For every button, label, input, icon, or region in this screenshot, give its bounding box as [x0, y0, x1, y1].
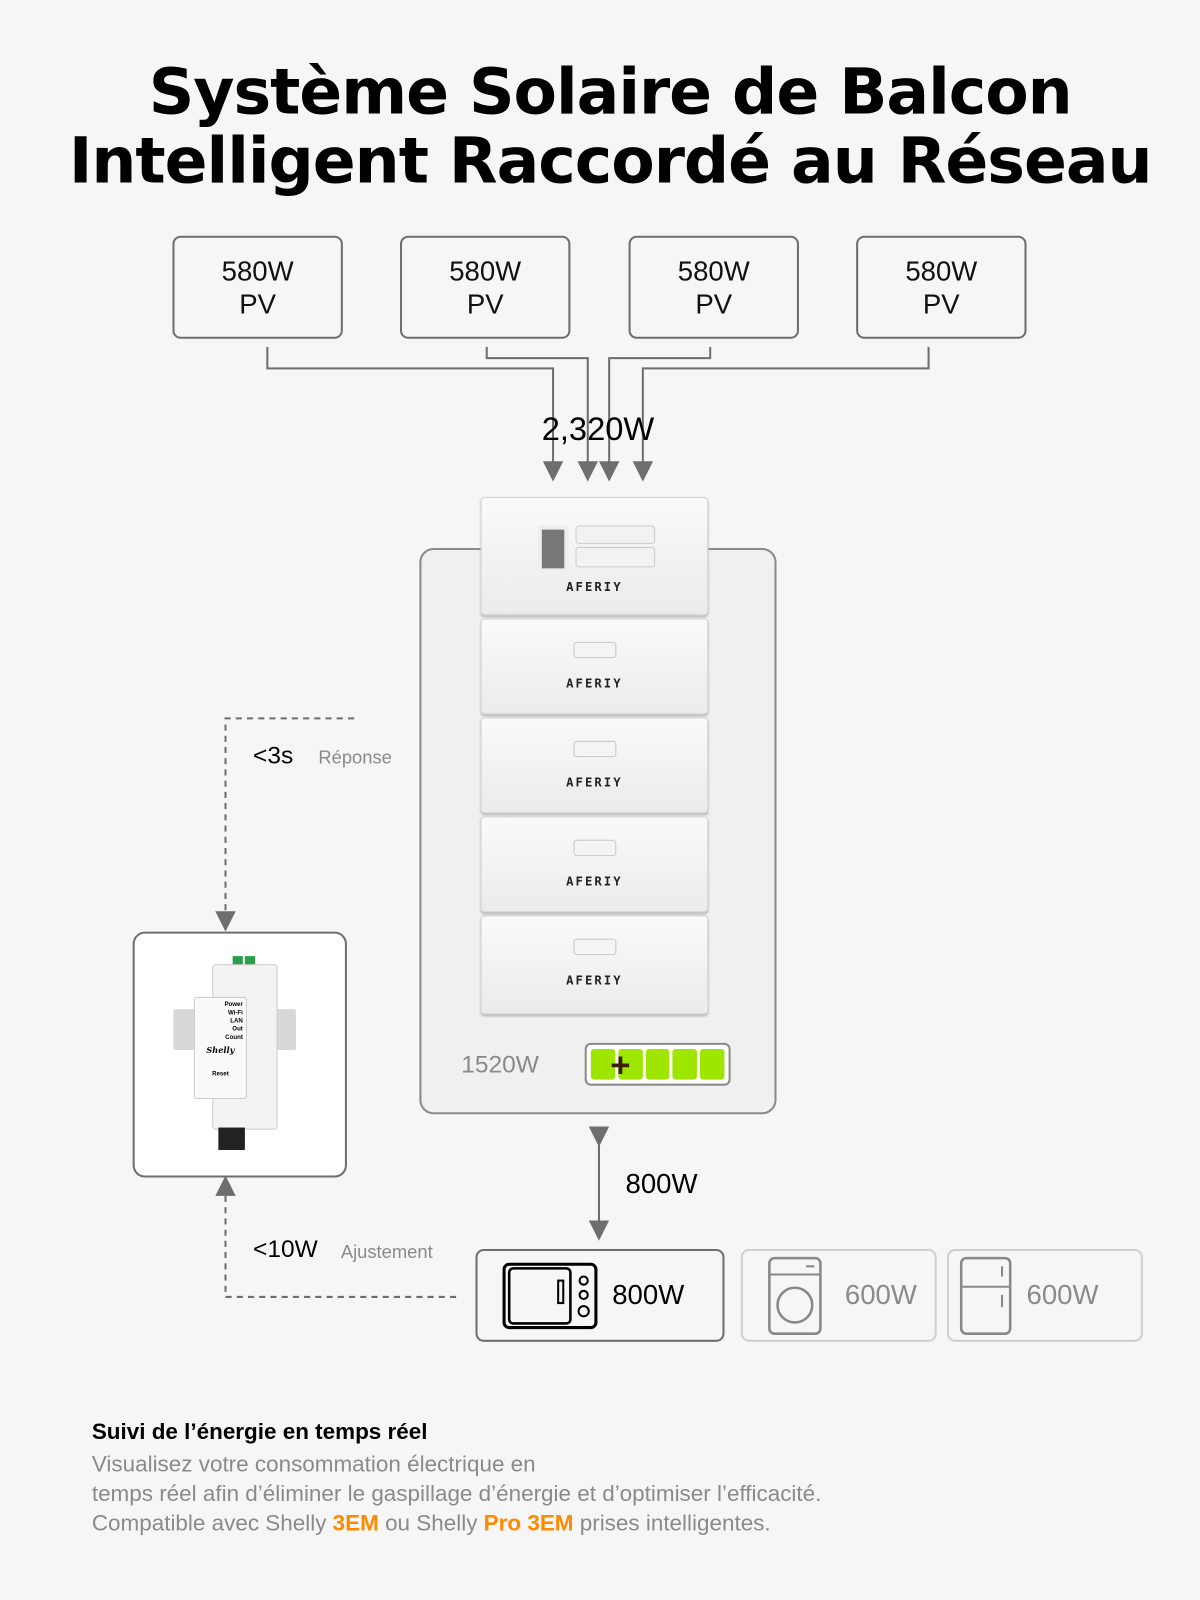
- footer-line-2: temps réel afin d’éliminer le gaspillage…: [91, 1480, 822, 1507]
- battery-module: AFERIY: [480, 618, 709, 715]
- battery-module: AFERIY: [480, 816, 709, 913]
- brand-logo: AFERIY: [566, 775, 623, 790]
- brand-logo: AFERIY: [566, 579, 623, 594]
- pv-power: 580W: [449, 255, 522, 287]
- pv-label: PV: [466, 288, 504, 319]
- led-label: Out: [232, 1026, 243, 1033]
- pv-label: PV: [239, 288, 277, 319]
- battery-capacity: 1520W: [461, 1051, 539, 1079]
- pv-power: 580W: [677, 255, 750, 287]
- battery-cell: [672, 1048, 698, 1080]
- shelly-meter-card: Power Wi-Fi LAN Out Count Shelly Reset: [132, 931, 347, 1178]
- footer-text: ou Shelly: [378, 1510, 484, 1536]
- footer-line-1: Visualisez votre consommation électrique…: [91, 1451, 536, 1477]
- response-label: Réponse: [318, 746, 392, 768]
- reset-label: Reset: [212, 1071, 229, 1078]
- outlet-icon: [537, 525, 569, 573]
- led-label: LAN: [230, 1018, 243, 1025]
- pv-power: 580W: [905, 255, 978, 287]
- shelly-3em-highlight: 3EM: [332, 1510, 379, 1536]
- battery-level-icon: [584, 1042, 731, 1086]
- title-line-2: Intelligent Raccordé au Réseau: [68, 123, 1153, 198]
- footer-text: prises intelligentes.: [573, 1510, 771, 1536]
- appliance-washing-machine: 600W: [740, 1248, 937, 1342]
- charging-plus-icon: +: [610, 1045, 631, 1085]
- brand-logo: AFERIY: [566, 676, 623, 691]
- shelly-logo: Shelly: [206, 1044, 235, 1056]
- shelly-pro-3em-highlight: Pro 3EM: [483, 1510, 574, 1536]
- response-time: <3s: [253, 741, 294, 770]
- battery-cell: [590, 1048, 616, 1080]
- connector-port: [572, 641, 616, 659]
- pv-label: PV: [695, 288, 733, 319]
- appliance-microwave: 800W: [475, 1248, 725, 1342]
- appliance-fridge: 600W: [946, 1248, 1143, 1342]
- output-power: 800W: [625, 1168, 698, 1199]
- total-input-power: 2,320W: [541, 410, 655, 447]
- appliance-power: 600W: [1026, 1279, 1099, 1311]
- status-panel: [575, 546, 656, 568]
- appliance-power: 800W: [612, 1279, 685, 1311]
- battery-cell: [618, 1048, 643, 1080]
- terminal-block: [232, 956, 243, 967]
- microwave-icon: [502, 1262, 598, 1329]
- footer-text: Compatible avec Shelly: [91, 1510, 333, 1536]
- inverter-unit: AFERIY: [480, 496, 709, 616]
- footer-line-3: Compatible avec Shelly 3EM ou Shelly Pro…: [92, 1508, 771, 1538]
- led-label: Power: [224, 1002, 243, 1009]
- brand-logo: AFERIY: [566, 874, 623, 889]
- brand-logo: AFERIY: [566, 973, 623, 988]
- led-label: Wi-Fi: [227, 1010, 243, 1017]
- fridge-icon: [959, 1256, 1012, 1335]
- ethernet-port: [218, 1127, 245, 1150]
- battery-cell: [700, 1048, 725, 1080]
- connector-port: [572, 938, 616, 956]
- adjust-label: Ajustement: [340, 1241, 433, 1263]
- page-title: Système Solaire de Balcon Intelligent Ra…: [0, 57, 1200, 196]
- pv-label: PV: [922, 288, 960, 319]
- battery-module: AFERIY: [480, 915, 709, 1015]
- appliance-power: 600W: [844, 1279, 917, 1311]
- adjust-value: <10W: [253, 1235, 318, 1264]
- footer-heading: Suivi de l’énergie en temps réel: [91, 1418, 428, 1444]
- pv-power: 580W: [221, 255, 294, 287]
- battery-module: AFERIY: [480, 717, 709, 814]
- battery-cell: [645, 1048, 670, 1080]
- washing-machine-icon: [768, 1256, 822, 1335]
- led-label: Count: [225, 1034, 243, 1041]
- shelly-front: Power Wi-Fi LAN Out Count Shelly Reset: [193, 996, 247, 1099]
- title-line-1: Système Solaire de Balcon: [148, 54, 1073, 129]
- connector-port: [572, 839, 616, 857]
- port-panel: [575, 525, 656, 544]
- connector-port: [572, 740, 616, 758]
